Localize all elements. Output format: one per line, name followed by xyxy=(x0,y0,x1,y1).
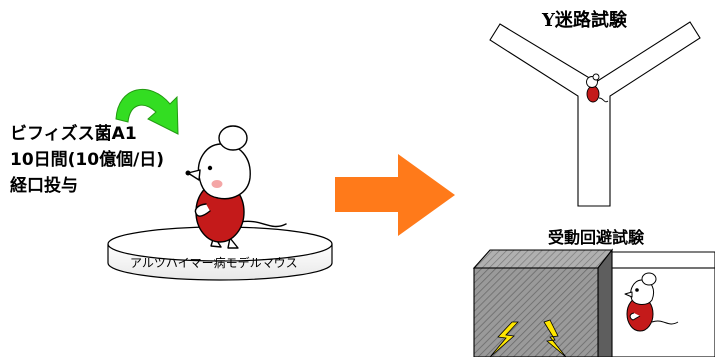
orange-arrow-icon xyxy=(335,154,455,236)
green-curved-arrow-icon xyxy=(115,88,179,135)
y-maze-title: Y迷路試験 xyxy=(542,10,627,31)
platform-label: アルツハイマー病モデルマウス xyxy=(130,256,298,270)
dark-compartment xyxy=(472,248,614,357)
mouse-icon xyxy=(586,73,609,103)
treatment-line-2: 10日間(10億個/日) xyxy=(10,150,165,170)
treatment-line-1: ビフィズス菌A1 xyxy=(10,124,137,144)
treatment-line-3: 経口投与 xyxy=(10,176,78,196)
light-compartment xyxy=(596,251,715,357)
passive-avoidance-title: 受動回避試験 xyxy=(548,228,645,247)
mouse-icon xyxy=(624,272,679,332)
lightning-icon xyxy=(489,321,519,357)
y-maze xyxy=(489,21,701,207)
lightning-icon xyxy=(543,319,567,357)
mouse-icon xyxy=(185,125,287,249)
